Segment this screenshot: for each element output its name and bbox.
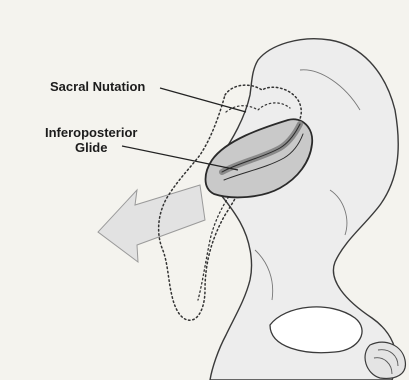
sacral-nutation-label: Sacral Nutation xyxy=(50,79,145,94)
sacral-nutation-leader xyxy=(160,88,246,112)
lower-left-motion-arrow xyxy=(98,185,205,262)
inferoposterior-glide-label: Inferoposterior Glide xyxy=(45,125,137,155)
obturator-foramen xyxy=(270,307,362,353)
glide-label-line-2: Glide xyxy=(45,140,137,155)
glide-label-line-1: Inferoposterior xyxy=(45,125,137,140)
